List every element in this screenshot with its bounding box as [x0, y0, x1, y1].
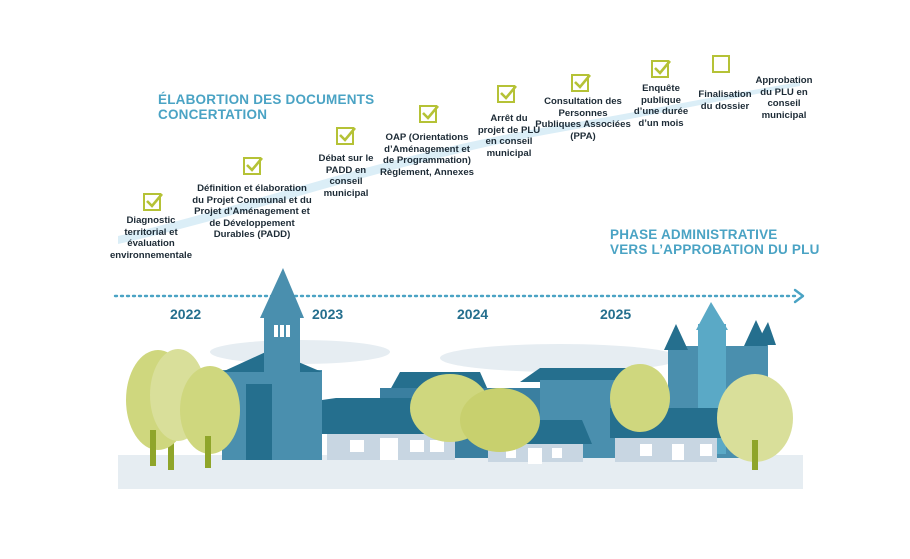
step-label-5: Arrêt du projet de PLU en conseil munici… [477, 113, 541, 159]
phase-title-administrative: PHASE ADMINISTRATIVE VERS L’APPROBATION … [610, 227, 820, 257]
progress-band [118, 82, 800, 244]
checkbox-step-4 [419, 105, 439, 123]
step-label-3: Débat sur le PADD en conseil municipal [318, 153, 374, 199]
step-label-4: OAP (Orientations d’Aménagement et de Pr… [379, 132, 474, 178]
house-3 [610, 408, 730, 462]
step-label-1: Diagnostic territorial et évaluation env… [109, 215, 193, 261]
step-label-2: Définition et élaboration du Projet Comm… [192, 183, 312, 241]
step-label-6: Consultation des Personnes Publiques Ass… [535, 96, 631, 142]
year-2023: 2023 [312, 306, 344, 322]
checkbox-step-5 [497, 85, 517, 103]
checkbox-step-2 [243, 157, 263, 175]
checkbox-step-3 [336, 127, 356, 145]
checkbox-step-7 [651, 60, 671, 78]
year-2024: 2024 [457, 306, 489, 322]
trees [126, 349, 793, 470]
step-label-8: Finalisation du dossier [698, 89, 752, 112]
phase-title-elaboration: ÉLABORTION DES DOCUMENTS CONCERTATION [158, 92, 375, 122]
year-2025: 2025 [600, 306, 632, 322]
timeline-arrow-head [793, 288, 805, 304]
checkbox-step-6 [571, 74, 591, 92]
checkbox-step-8 [712, 55, 730, 73]
year-2022: 2022 [170, 306, 202, 322]
step-label-9: Approbation du PLU en conseil municipal [755, 75, 813, 121]
checkbox-step-1 [143, 193, 163, 211]
step-label-7: Enquête publique d’une durée d’un mois [633, 83, 689, 129]
